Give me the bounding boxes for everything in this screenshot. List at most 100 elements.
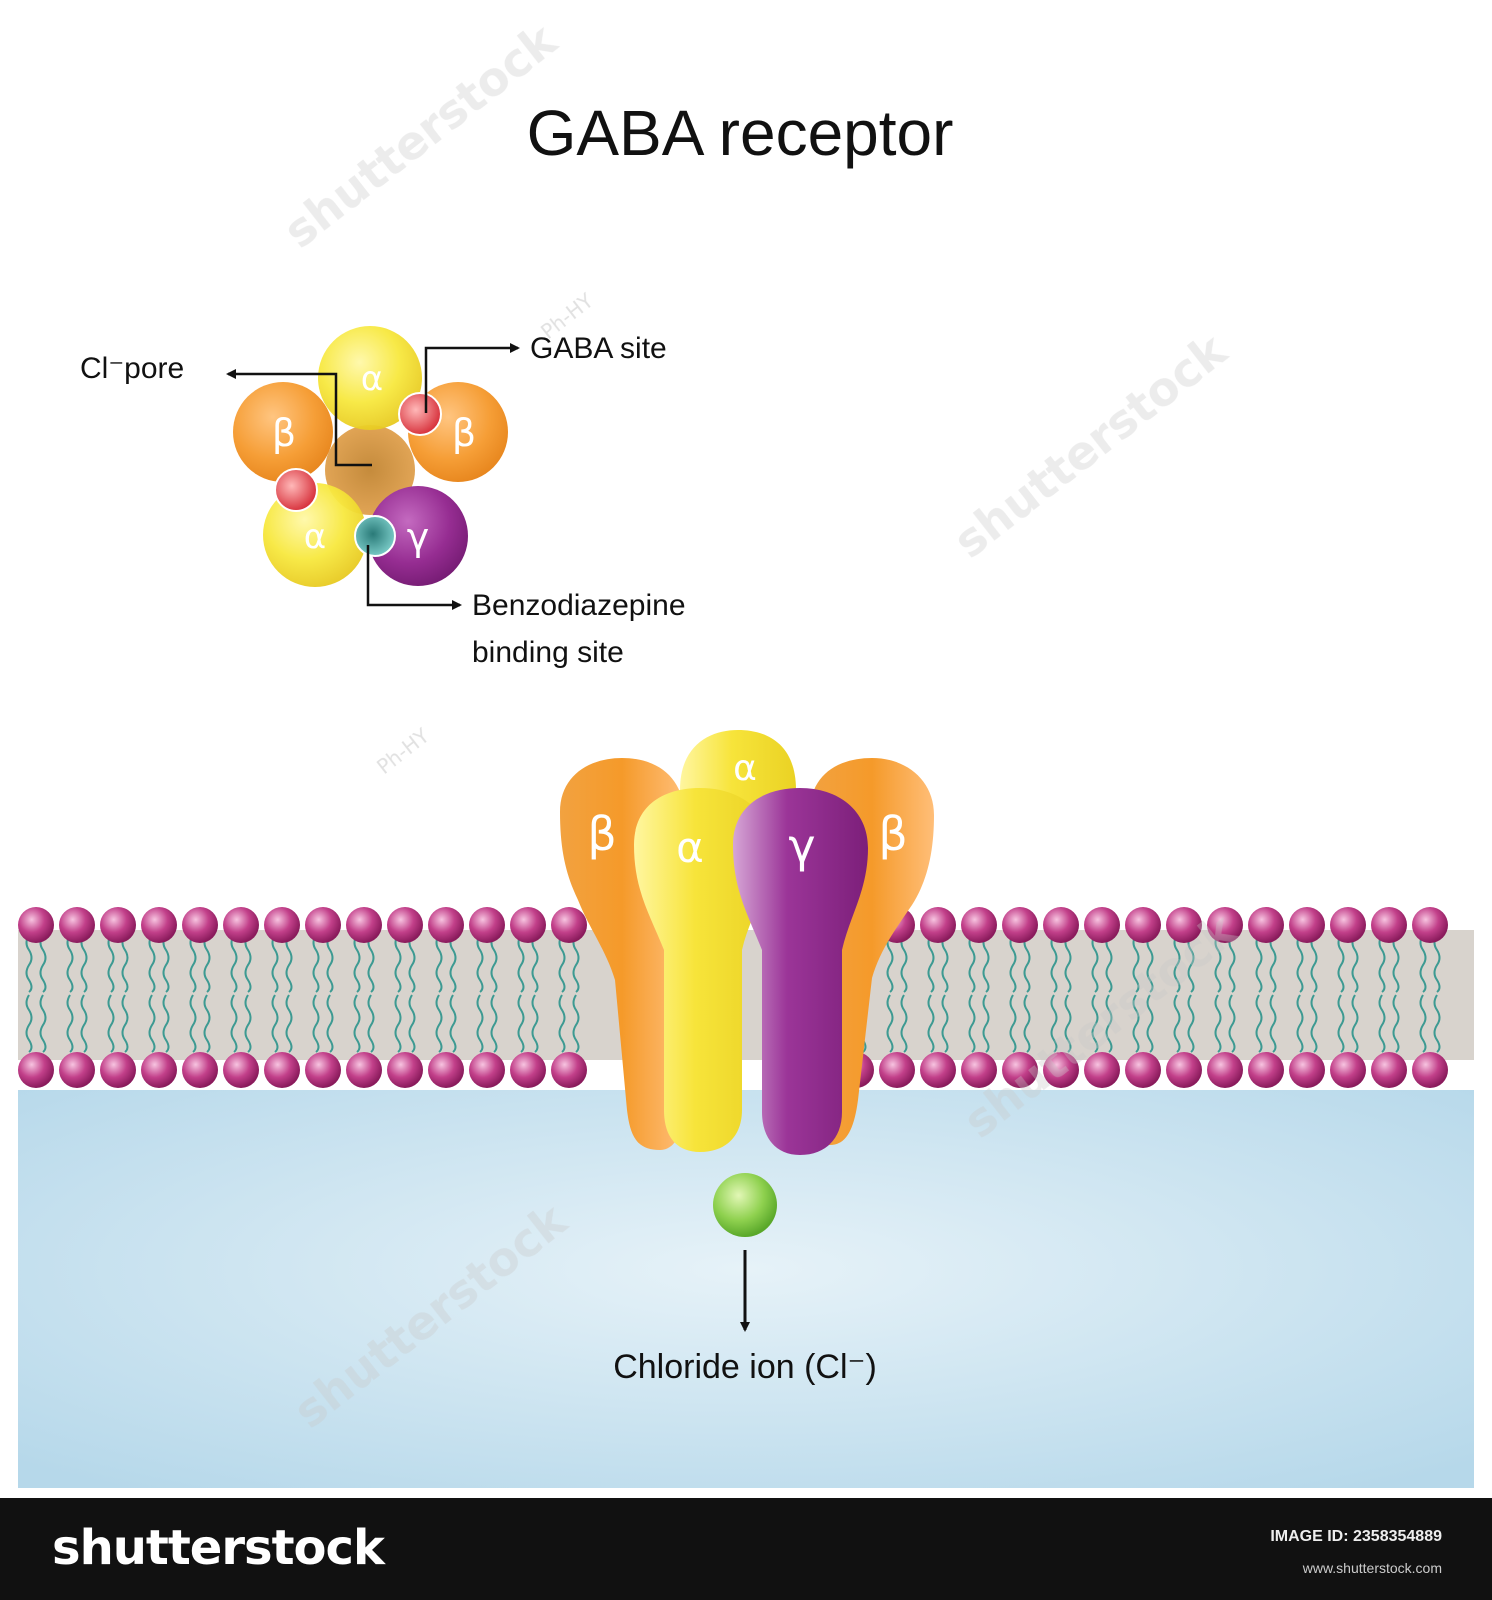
lipid-tail [1378, 994, 1386, 1053]
phospholipid-head [1330, 1052, 1366, 1088]
phospholipid-head [469, 907, 505, 943]
lipid-tail [886, 994, 894, 1053]
phospholipid-head [182, 1052, 218, 1088]
top-alpha-top-subunit [318, 326, 422, 430]
phospholipid-head [1166, 907, 1202, 943]
phospholipid-head [18, 1052, 54, 1088]
lipid-tail [1023, 994, 1031, 1053]
lipid-tail [25, 934, 33, 993]
lipid-tail [1337, 934, 1345, 993]
phospholipid-head [141, 907, 177, 943]
lipid-tail [900, 934, 908, 993]
lipid-tail [148, 994, 156, 1053]
phospholipid-head [387, 907, 423, 943]
watermark-text: shutterstock [944, 322, 1238, 568]
lipid-tail [1064, 934, 1072, 993]
phospholipid-head [223, 1052, 259, 1088]
phospholipid-head [510, 1052, 546, 1088]
benzo-site-label-line2: binding site [472, 636, 624, 669]
side-gamma-label: γ [788, 819, 815, 873]
lipid-tail [1214, 934, 1222, 993]
phospholipid-head [1125, 907, 1161, 943]
lipid-tail [449, 934, 457, 993]
receptor-side-view: α β β α γ [560, 730, 934, 1155]
lipid-tail [982, 934, 990, 993]
phospholipid-head [1043, 907, 1079, 943]
lipid-tail [394, 994, 402, 1053]
lipid-tail [941, 934, 949, 993]
phospholipid-head [961, 907, 997, 943]
phospholipid-head [387, 1052, 423, 1088]
lipid-tail [476, 934, 484, 993]
lipid-tail [900, 994, 908, 1053]
phospholipid-head [1125, 1052, 1161, 1088]
lipid-tail [1255, 934, 1263, 993]
lipid-tail [982, 994, 990, 1053]
lipid-tail [558, 994, 566, 1053]
lipid-tail [517, 994, 525, 1053]
lipid-tail [244, 994, 252, 1053]
lipid-tail [312, 934, 320, 993]
phospholipid-head [141, 1052, 177, 1088]
gaba-binding-site-left [274, 468, 318, 512]
phospholipid-head [920, 907, 956, 943]
lipid-tail [394, 934, 402, 993]
lipid-tail [1255, 994, 1263, 1053]
phospholipid-head [346, 1052, 382, 1088]
chloride-ion-label: Chloride ion (Cl⁻) [613, 1348, 877, 1386]
lipid-tail [572, 934, 580, 993]
lipid-tail [162, 994, 170, 1053]
phospholipid-head [59, 907, 95, 943]
lipid-tail [968, 994, 976, 1053]
lipid-tail [1009, 934, 1017, 993]
lipid-tail [1173, 934, 1181, 993]
lipid-tail [162, 934, 170, 993]
phospholipid-head [1412, 907, 1448, 943]
lipid-tail [80, 994, 88, 1053]
lipid-tail [271, 934, 279, 993]
lipid-tail [367, 934, 375, 993]
side-alpha-front-subunit [634, 788, 770, 1152]
phospholipid-head [59, 1052, 95, 1088]
phospholipid-head [1330, 907, 1366, 943]
lipid-tail [941, 994, 949, 1053]
chloride-ion [713, 1173, 777, 1237]
gaba-site-pointer-line [424, 343, 520, 413]
pore-pointer-line [226, 369, 372, 467]
lipid-tail [572, 994, 580, 1053]
phospholipid-head [428, 1052, 464, 1088]
side-beta-left-label: β [587, 807, 616, 861]
phospholipid-head [223, 907, 259, 943]
lipid-tail [326, 994, 334, 1053]
lipid-tail [1378, 934, 1386, 993]
lipid-tail [285, 934, 293, 993]
lipid-tail [121, 994, 129, 1053]
benzo-pointer-line [366, 545, 462, 610]
lipid-tail [353, 934, 361, 993]
lipid-tail [1132, 934, 1140, 993]
lipid-tail [1269, 994, 1277, 1053]
lipid-tail [1105, 934, 1113, 993]
lipid-tail [189, 994, 197, 1053]
lipid-tail [39, 994, 47, 1053]
lipid-tail [1337, 994, 1345, 1053]
top-alpha-top-label: α [361, 359, 383, 399]
phospholipid-head [1289, 907, 1325, 943]
lipid-tail [326, 934, 334, 993]
phospholipid-head [510, 907, 546, 943]
lipid-tail [80, 934, 88, 993]
lipid-tail [1392, 994, 1400, 1053]
top-alpha-bottom-label: α [304, 517, 326, 557]
footer-image-id: IMAGE ID: 2358354889 [1270, 1528, 1442, 1545]
lipid-tail [1064, 994, 1072, 1053]
lipid-tail [1351, 994, 1359, 1053]
lipid-tail [244, 934, 252, 993]
lipid-tail [531, 934, 539, 993]
gaba-site-label: GABA site [530, 332, 667, 365]
lipid-tail [1050, 934, 1058, 993]
author-watermark-text: Ph-HY [372, 723, 434, 779]
lipid-tail [1433, 994, 1441, 1053]
membrane-core [18, 930, 1474, 1060]
phospholipid-head [1371, 1052, 1407, 1088]
phospholipid-head [1002, 1052, 1038, 1088]
